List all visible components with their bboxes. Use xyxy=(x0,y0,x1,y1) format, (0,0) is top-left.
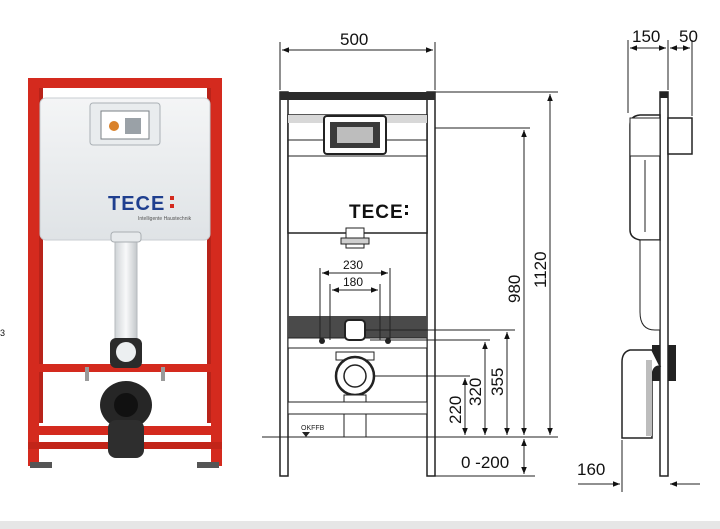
dim-180: 180 xyxy=(343,275,363,289)
brand-mark xyxy=(170,204,174,208)
side-flush-pipe xyxy=(639,239,661,331)
photo-brand: TECE xyxy=(108,193,165,215)
threaded-rod xyxy=(161,367,165,381)
drain-opening xyxy=(114,393,138,417)
side-button-plate xyxy=(667,117,693,155)
front-drain-inner xyxy=(343,364,367,388)
brand-mark xyxy=(170,196,174,200)
photo-tagline: Intelligente Haustechnik xyxy=(138,216,192,222)
dim-980: 980 xyxy=(505,275,524,303)
pipe-collar xyxy=(110,231,142,243)
side-mount-front xyxy=(668,345,676,381)
dim-320: 320 xyxy=(466,378,485,406)
dim-355: 355 xyxy=(488,368,507,396)
frame-right-post xyxy=(211,78,222,466)
dim-150: 150 xyxy=(632,27,660,46)
frame-left-post xyxy=(28,78,39,466)
valve-part xyxy=(125,118,141,134)
valve-knob xyxy=(109,121,119,131)
front-frame-left-post xyxy=(279,91,289,477)
front-valve-detail xyxy=(337,127,373,143)
dim-160: 160 xyxy=(577,460,605,479)
frame-top-rail xyxy=(28,78,222,88)
front-bottom-rail xyxy=(287,401,428,415)
product-photo: TECE Intelligente Haustechnik xyxy=(28,78,222,468)
flush-pipe xyxy=(114,234,138,346)
front-pipe-collar xyxy=(340,237,370,245)
dim-width: 500 xyxy=(340,30,368,49)
edge-clip-mark: 3 xyxy=(0,328,5,338)
frame-inner-left xyxy=(39,88,43,423)
frame-foot-right xyxy=(197,462,219,468)
dim-1120: 1120 xyxy=(531,251,550,288)
front-frame-top xyxy=(280,92,435,100)
drawing-brand-mark xyxy=(405,205,408,208)
floor-label: OKFFB xyxy=(301,425,325,432)
side-frame-post xyxy=(659,91,669,477)
side-drain-bend xyxy=(621,349,662,439)
bottom-strip xyxy=(0,521,720,529)
side-valve xyxy=(629,117,661,157)
drawing-brand-mark xyxy=(405,212,408,215)
dim-50: 50 xyxy=(679,27,698,46)
drawing-brand: TECE xyxy=(349,202,404,223)
dim-floor-adjust: 0 -200 xyxy=(461,453,509,472)
side-drawing: 150 50 160 xyxy=(577,27,700,492)
drain-pipe xyxy=(108,420,144,458)
front-drain-pipe xyxy=(343,394,367,438)
frame-inner-right xyxy=(207,88,211,423)
front-frame-right-post xyxy=(426,91,436,477)
bowl-connector-ring xyxy=(116,342,136,362)
dim-230: 230 xyxy=(343,258,363,272)
floor-marker xyxy=(302,432,310,437)
front-bowl-conn xyxy=(344,319,366,341)
side-drain-shade xyxy=(646,360,652,436)
threaded-rod xyxy=(85,367,89,381)
frame-foot-left xyxy=(30,462,52,468)
side-top-cap xyxy=(660,92,668,98)
front-drawing: TECE OKFFB 500 230 18 xyxy=(262,30,558,477)
dim-220: 220 xyxy=(446,396,465,424)
